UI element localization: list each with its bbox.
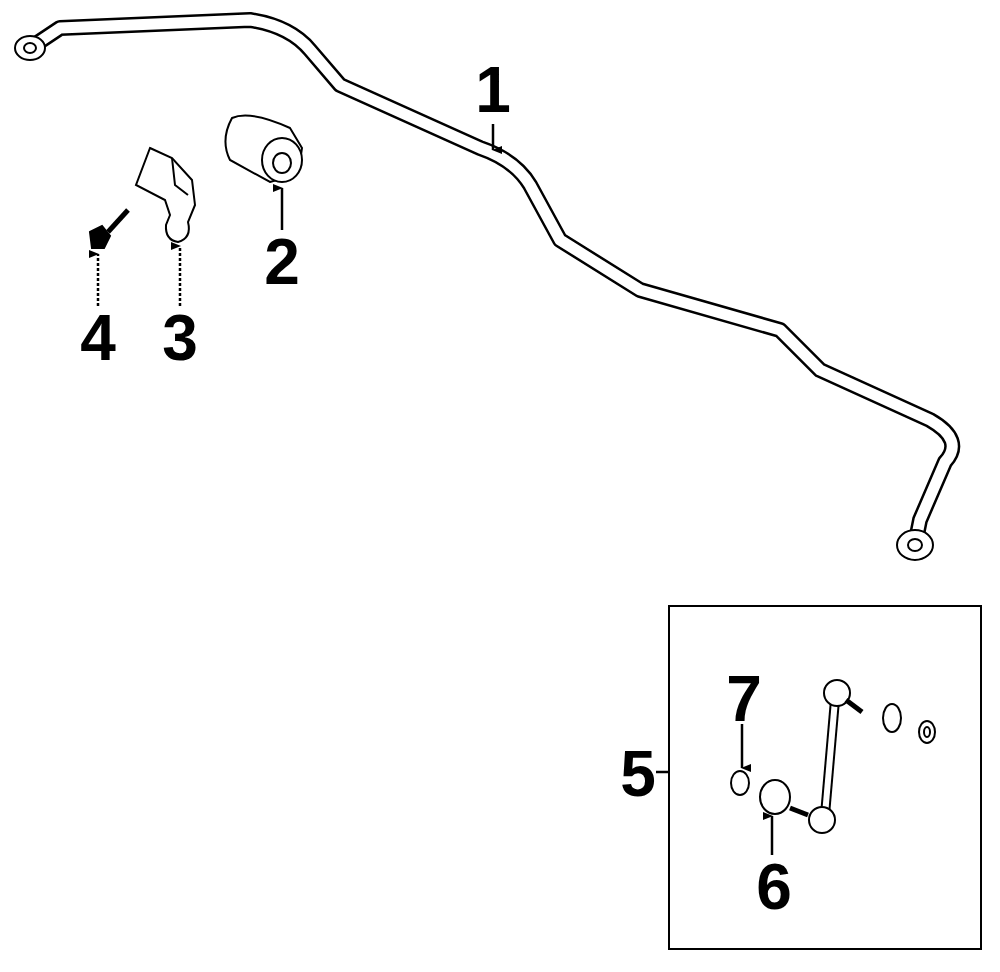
callout-number: 7 <box>726 667 762 731</box>
callout-number: 5 <box>620 742 656 806</box>
bushing <box>225 116 302 182</box>
callout-number: 3 <box>162 306 198 370</box>
callout-number: 2 <box>264 230 300 294</box>
callout-number: 4 <box>80 306 116 370</box>
callout-number: 1 <box>475 58 511 122</box>
leader-lines <box>98 124 772 855</box>
callout-number: 6 <box>756 855 792 919</box>
bolt <box>90 210 128 248</box>
bracket <box>136 148 195 242</box>
stabilizer-bar <box>15 20 952 560</box>
callout-box: 576 <box>668 605 982 950</box>
